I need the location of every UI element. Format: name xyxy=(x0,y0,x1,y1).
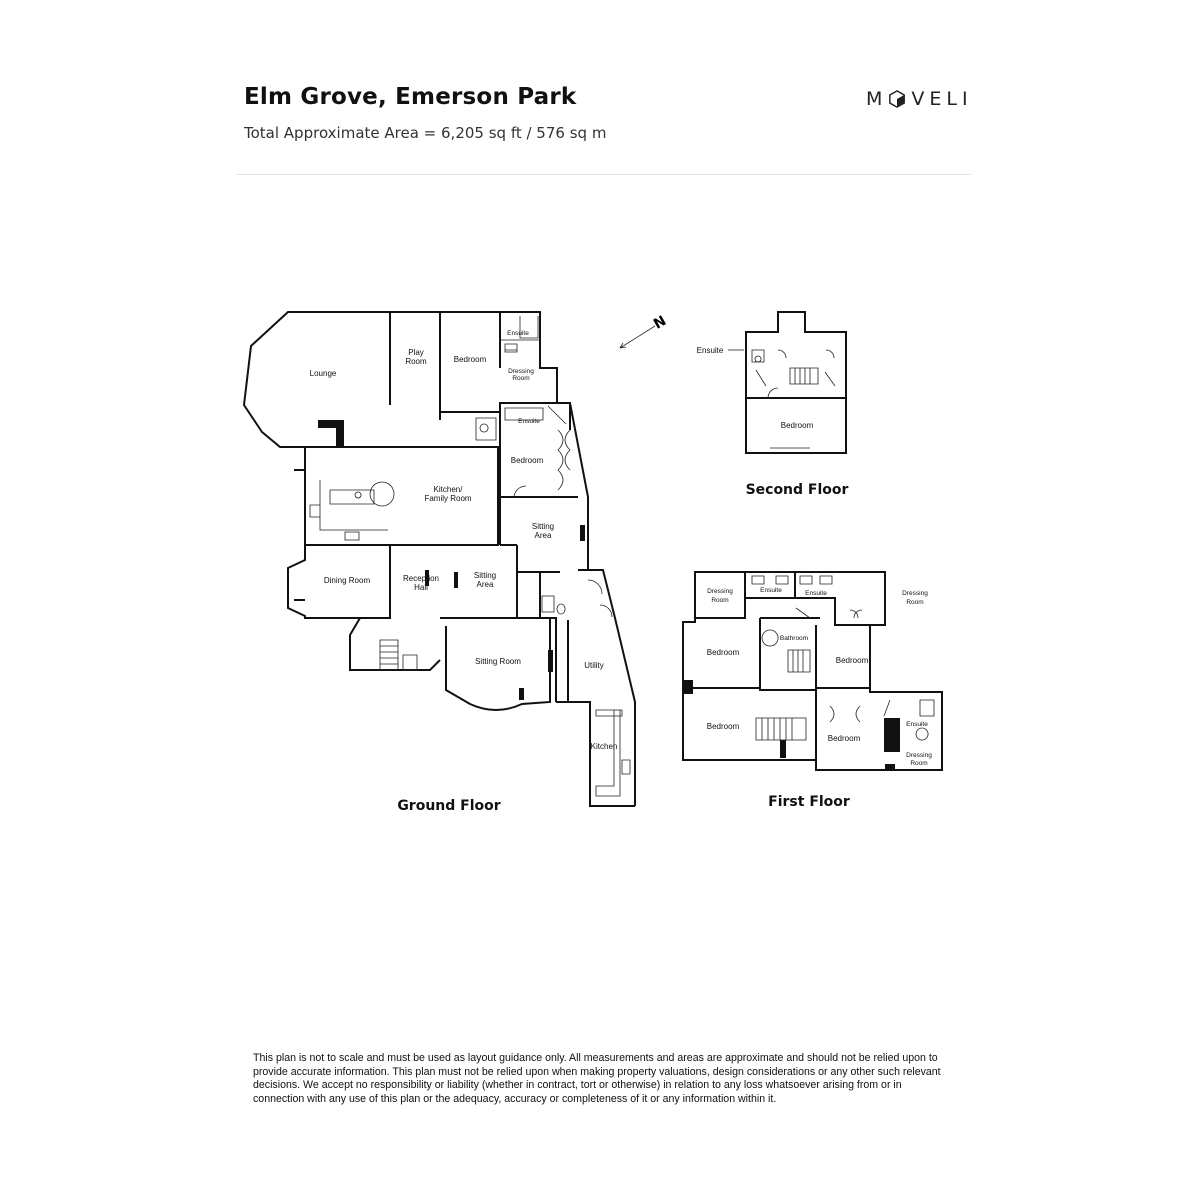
room-sitting-area-1-label-2: Area xyxy=(535,531,552,540)
room-reception-label-1: Reception xyxy=(403,574,439,583)
reception-pillar-a xyxy=(425,570,429,586)
brand-letter-m: M xyxy=(866,88,888,110)
room-first-ensuite-c-label: Ensuite xyxy=(906,721,928,728)
room-first-dressing-b-label-1: Dressing xyxy=(902,590,928,597)
second-floor-label: Second Floor xyxy=(746,482,849,498)
room-ground-dressing-label-1: Dressing xyxy=(508,368,534,375)
room-utility-label: Utility xyxy=(584,661,604,670)
header-divider xyxy=(236,174,971,175)
room-lounge-label: Lounge xyxy=(310,369,337,378)
north-arrow-icon xyxy=(619,325,656,349)
room-reception-label-2: Hall xyxy=(414,583,428,592)
lounge-chimney xyxy=(318,420,344,446)
ground-top-wall xyxy=(390,311,558,420)
room-sitting-area-1-label-1: Sitting xyxy=(532,522,554,531)
brand-letters-rest: VELI xyxy=(911,88,973,110)
room-ground-ensuite-b-label: Ensuite xyxy=(518,418,540,425)
room-first-bedroom-d-label: Bedroom xyxy=(828,734,861,743)
ground-wc2 xyxy=(541,595,566,615)
room-sitting-room-label: Sitting Room xyxy=(475,657,521,666)
room-first-dressing-a-label-1: Dressing xyxy=(707,588,733,595)
room-first-ensuite-a-label: Ensuite xyxy=(760,587,782,594)
ground-bedroom2-walls xyxy=(499,402,589,570)
room-first-dressing-c-label-2: Room xyxy=(910,760,927,767)
compass-n-label: N xyxy=(651,313,669,333)
room-ground-bedroom2-label: Bedroom xyxy=(511,456,544,465)
room-play-label-1: Play xyxy=(408,348,424,357)
room-ground-ensuite-a-label: Ensuite xyxy=(507,330,529,337)
utility-walls xyxy=(556,569,636,807)
room-ground-bedroom-label: Bedroom xyxy=(454,355,487,364)
reception-walls xyxy=(349,545,550,671)
ground-wc-fixtures xyxy=(475,405,567,441)
kitchen-island xyxy=(309,480,395,541)
room-annex-kitchen-label: Kitchen xyxy=(591,742,618,751)
room-first-bedroom-c-label: Bedroom xyxy=(707,722,740,731)
sitting-room-pillar-a xyxy=(548,650,553,672)
kitchen-family-walls xyxy=(294,447,499,546)
hexagon-logo-icon xyxy=(889,90,906,108)
room-first-bedroom-b-label: Bedroom xyxy=(836,656,869,665)
first-floor-plan xyxy=(682,571,943,771)
room-sitting-area-2-label-2: Area xyxy=(477,580,494,589)
room-first-bedroom-a-label: Bedroom xyxy=(707,648,740,657)
ground-bedroom-lower-wall xyxy=(305,402,571,448)
room-kitchen-family-label-2: Family Room xyxy=(424,494,471,503)
page-title: Elm Grove, Emerson Park xyxy=(244,84,577,110)
room-kitchen-family-label-1: Kitchen/ xyxy=(434,485,464,494)
lounge-walls xyxy=(242,311,390,448)
sitting-area-pillar xyxy=(580,525,585,541)
room-sitting-area-2-label-1: Sitting xyxy=(474,571,496,580)
ground-wardrobe-arcs xyxy=(513,429,571,499)
room-first-bathroom-label: Bathroom xyxy=(780,635,808,642)
ground-ensuite-fixtures xyxy=(500,316,540,353)
room-first-dressing-a-label-2: Room xyxy=(711,597,728,604)
sitting-area-walls xyxy=(516,545,560,618)
room-dining-label: Dining Room xyxy=(324,576,371,585)
brand-logo: M VELI xyxy=(866,88,973,110)
second-floor-plan xyxy=(745,311,847,454)
room-first-dressing-b-label-2: Room xyxy=(906,599,923,606)
room-play-label-2: Room xyxy=(405,357,427,366)
utility-door-arc xyxy=(587,579,613,618)
room-second-bedroom-label: Bedroom xyxy=(781,421,814,430)
ground-floor-plan xyxy=(242,311,636,807)
room-ground-dressing-label-2: Room xyxy=(512,375,529,382)
total-area-subtitle: Total Approximate Area = 6,205 sq ft / 5… xyxy=(244,124,607,142)
ground-floor-label: Ground Floor xyxy=(397,798,500,814)
disclaimer-text: This plan is not to scale and must be us… xyxy=(253,1052,941,1105)
room-first-ensuite-b-label: Ensuite xyxy=(805,590,827,597)
reception-pillar-b xyxy=(454,572,458,588)
room-first-dressing-c-label-1: Dressing xyxy=(906,752,932,759)
first-floor-label: First Floor xyxy=(768,794,850,810)
annex-kitchen-units xyxy=(595,709,631,797)
room-second-ensuite-label: Ensuite xyxy=(697,346,724,355)
sitting-room-walls xyxy=(445,617,557,711)
ground-stairs xyxy=(379,639,418,671)
sitting-room-pillar-b xyxy=(519,688,524,700)
